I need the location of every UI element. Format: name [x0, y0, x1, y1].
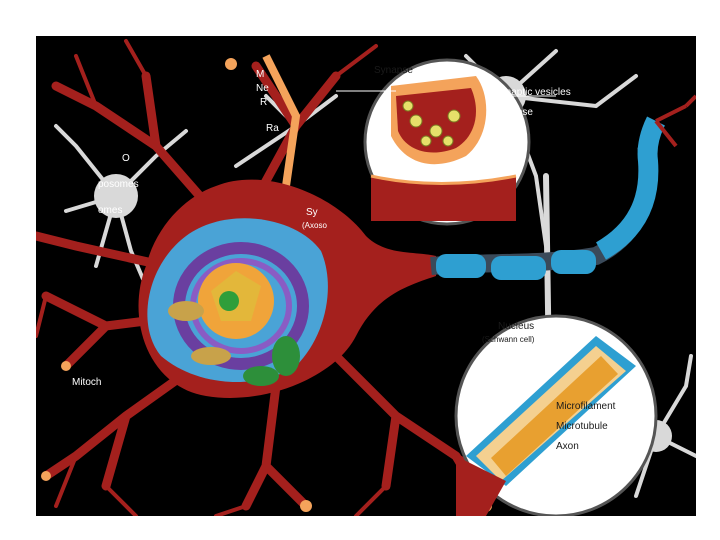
- label-m: M: [256, 69, 265, 80]
- label-microfilament: Microfilament: [556, 401, 616, 412]
- label-axon: Axon: [556, 441, 579, 452]
- label-synaptic-vesicles: Synaptic vesicles: [494, 87, 571, 98]
- axon-crosssection-inset: [454, 314, 658, 516]
- neuron-illustration: [36, 39, 696, 516]
- label-sy: Sy: [306, 207, 318, 218]
- label-synapse: Synapse: [374, 65, 413, 76]
- label-nucleus: Nucleus: [498, 321, 535, 332]
- label-ne: Ne: [256, 83, 269, 94]
- synapse-inset: [336, 58, 556, 226]
- label-mitoch: Mitoch: [72, 377, 102, 388]
- label-o: O: [122, 153, 130, 164]
- neuron-diagram: Synapse Synaptic vesicles Synapse M Ne R…: [36, 36, 696, 516]
- label-r: R: [260, 97, 268, 108]
- label-posomes: posomes: [98, 179, 139, 190]
- label-schwann-cell: (Schwann cell): [482, 335, 535, 344]
- label-ra: Ra: [266, 123, 279, 134]
- label-microtubule: Microtubule: [556, 421, 608, 432]
- label-axosom: (Axoso: [302, 221, 327, 230]
- myelin-sheath: [436, 250, 596, 280]
- label-synapse-2: Synapse: [494, 107, 533, 118]
- label-somes: omes: [98, 205, 123, 216]
